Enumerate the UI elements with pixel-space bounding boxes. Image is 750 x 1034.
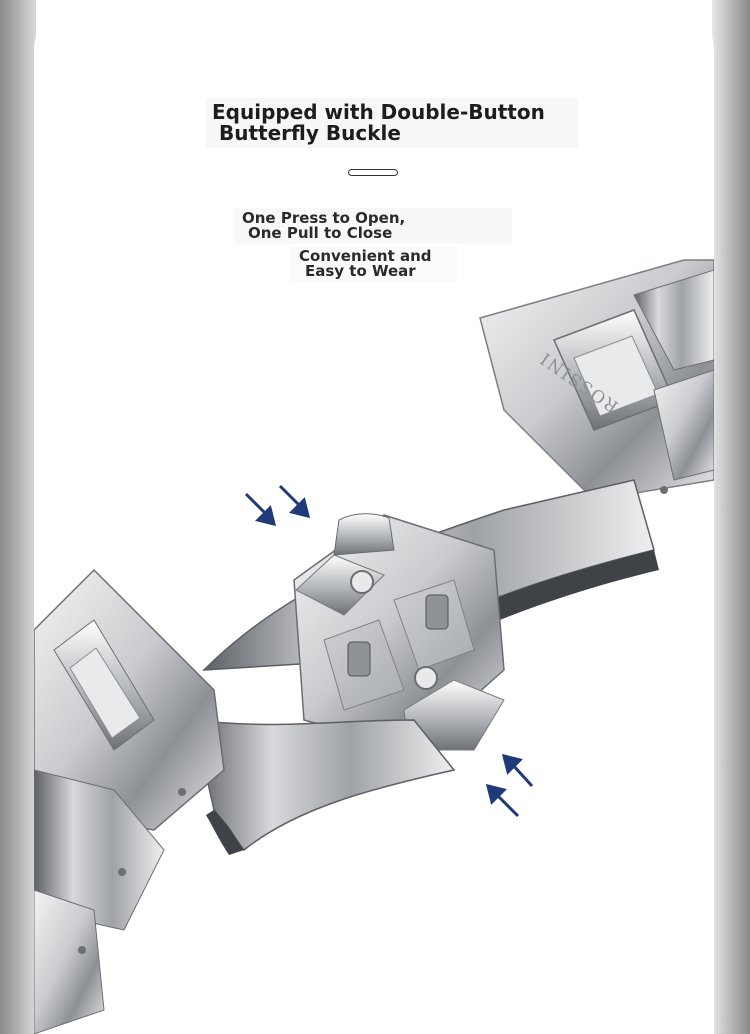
divider <box>348 169 398 176</box>
lower-clasp-arm <box>193 719 456 855</box>
lower-bracelet <box>34 568 225 1034</box>
arrow-icon <box>244 492 277 527</box>
feature-convenient: Convenient and Easy to Wear <box>291 246 457 282</box>
feature-open-close-line-2: One Pull to Close <box>248 224 393 242</box>
butterfly-clasp <box>293 513 505 751</box>
arrow-icon <box>278 484 311 519</box>
device-frame-left <box>0 0 36 1034</box>
press-arrows <box>244 484 534 818</box>
feature-open-close: One Press to Open, One Pull to Close <box>234 208 512 244</box>
product-card: Equipped with Double-Button Butterfly Bu… <box>34 0 714 1034</box>
feature-convenient-line-1: Convenient and <box>299 247 432 265</box>
feature-convenient-line-2: Easy to Wear <box>305 262 416 280</box>
upper-bracelet: ROSSINI <box>479 259 714 516</box>
device-frame-right <box>712 0 750 1034</box>
headline: Equipped with Double-Button Butterfly Bu… <box>206 98 578 148</box>
arrow-icon <box>501 753 534 788</box>
feature-open-close-line-1: One Press to Open, <box>242 209 406 227</box>
watch-bracelet-clasp-image: ROSSINI <box>34 259 714 1034</box>
arrow-icon <box>485 783 520 818</box>
headline-line-1: Equipped with Double-Button <box>212 100 545 124</box>
headline-line-2: Butterfly Buckle <box>219 121 401 145</box>
